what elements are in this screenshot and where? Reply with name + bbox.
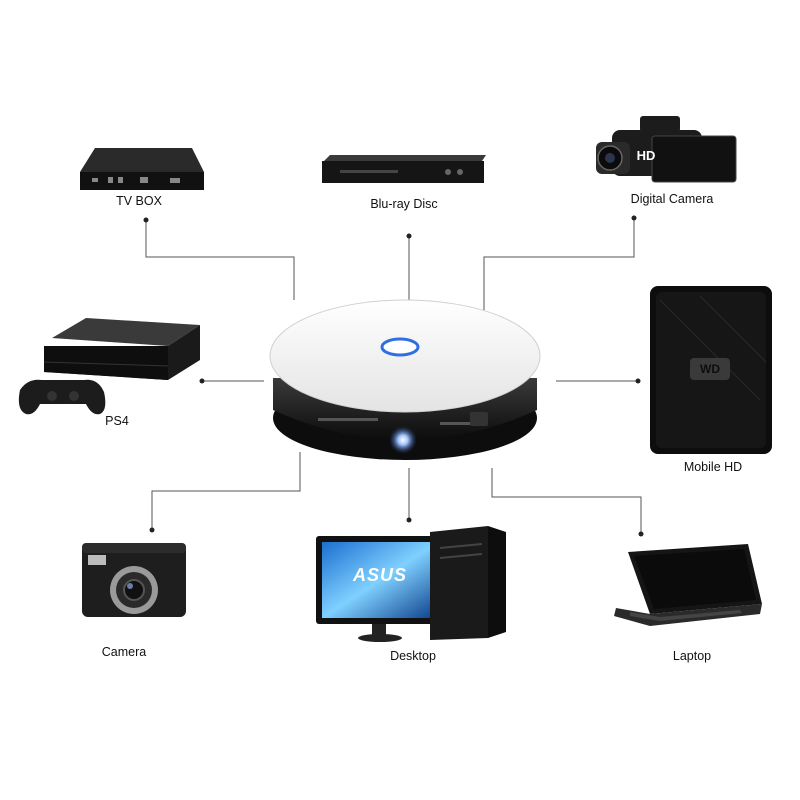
external-drive-device — [650, 286, 772, 454]
projector-lens-icon — [389, 426, 417, 454]
camcorder-hd-badge: HD — [636, 148, 656, 163]
camcorder-device — [596, 116, 737, 183]
line-digital-camera — [483, 218, 635, 310]
desktop-computer-device — [316, 526, 506, 642]
label-bluray-disc: Blu-ray Disc — [370, 197, 438, 211]
projector-device — [269, 299, 541, 460]
label-ps4: PS4 — [105, 414, 129, 428]
connector-dots — [143, 215, 644, 537]
connector-lines — [145, 218, 642, 534]
desktop-brand-logo: ASUS — [352, 565, 408, 585]
label-mobile-hd: Mobile HD — [683, 460, 743, 474]
label-tv-box: TV BOX — [116, 194, 162, 208]
line-camera — [151, 452, 301, 530]
line-laptop — [491, 468, 642, 534]
wd-logo-icon — [690, 358, 730, 380]
compact-camera-device — [82, 543, 186, 617]
label-digital-camera: Digital Camera — [630, 192, 714, 206]
label-laptop: Laptop — [672, 649, 712, 663]
label-desktop: Desktop — [390, 649, 436, 663]
laptop-device — [614, 544, 762, 626]
mobile-hd-brand-badge: WD — [700, 362, 720, 376]
tv-box-device — [80, 148, 204, 190]
line-tv-box — [145, 220, 295, 300]
power-ring-icon — [380, 337, 420, 357]
bluray-player-device — [322, 155, 486, 183]
label-camera: Camera — [101, 645, 147, 659]
ps4-console-device — [18, 318, 200, 415]
